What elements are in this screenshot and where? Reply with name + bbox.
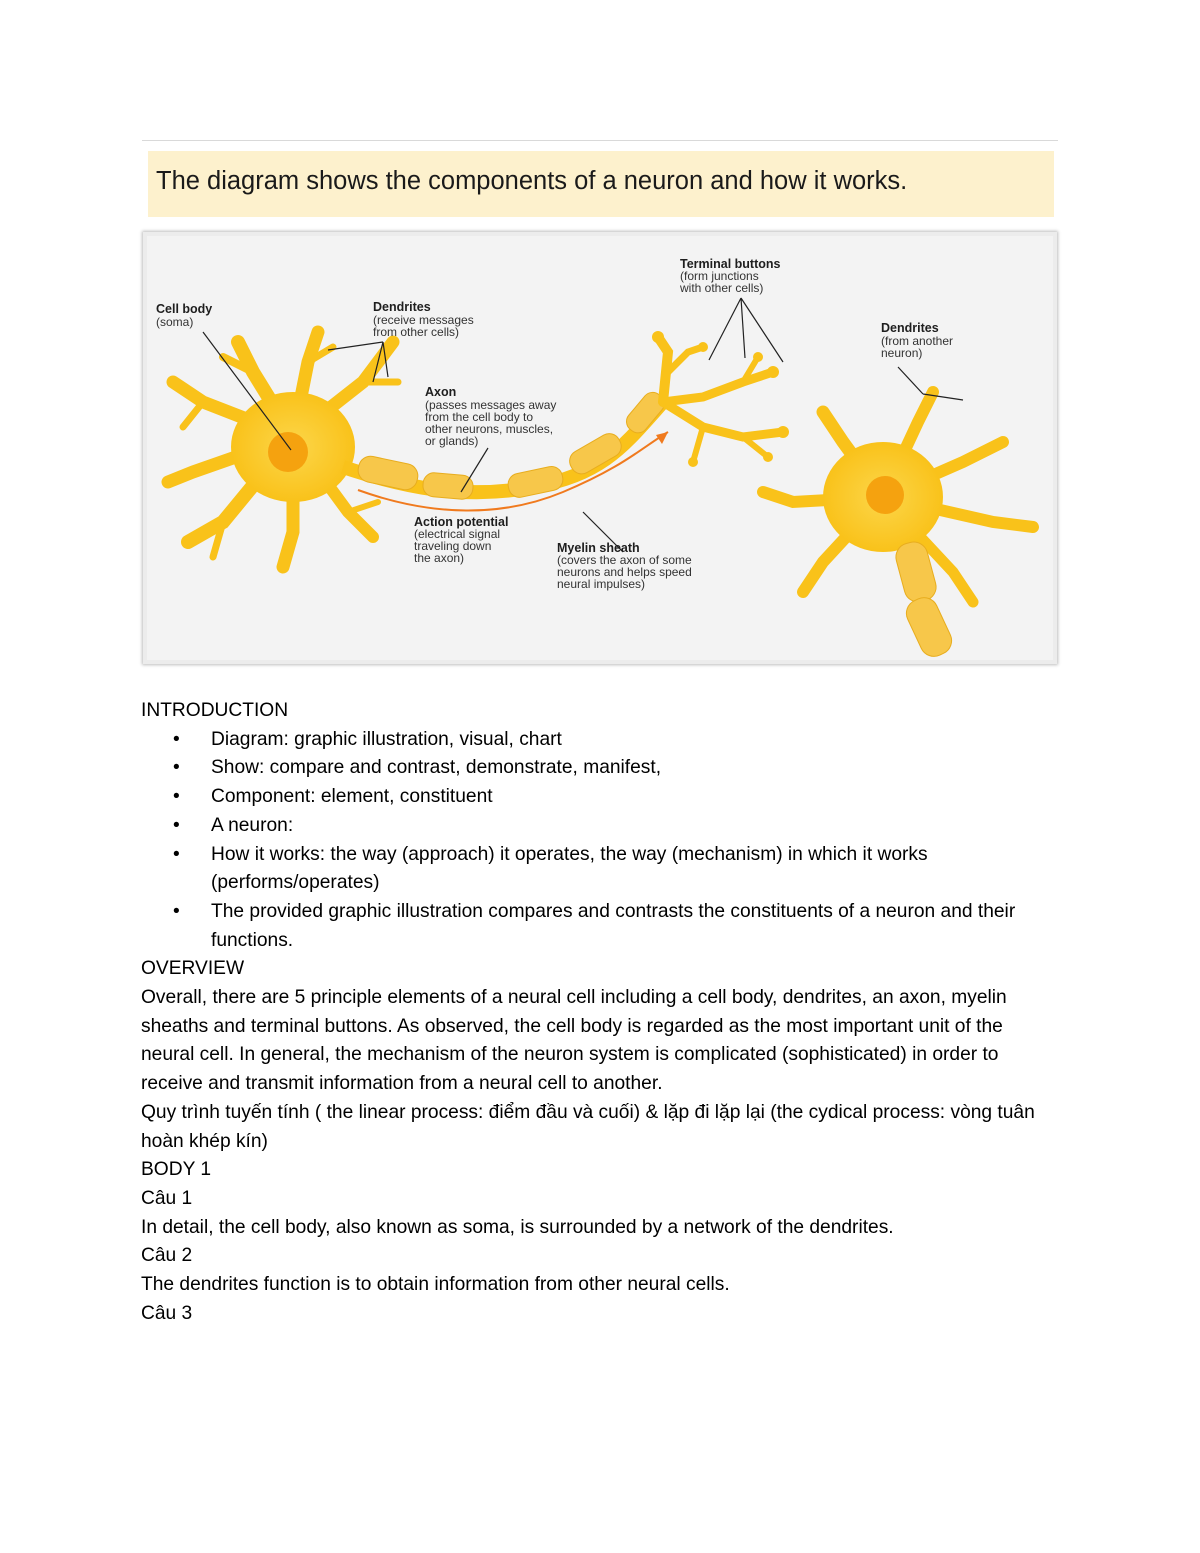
label-cell-body: Cell body <box>156 302 212 316</box>
body1-heading: BODY 1 <box>141 1156 1061 1185</box>
process-note: Quy trình tuyến tính ( the linear proces… <box>141 1099 1061 1156</box>
label-axon: Axon <box>425 385 456 399</box>
list-item: •Show: compare and contrast, demonstrate… <box>141 754 1061 783</box>
label-dendrites-another-sub-2: neuron) <box>881 346 922 360</box>
list-item: •How it works: the way (approach) it ope… <box>141 841 1061 898</box>
bullet-icon: • <box>173 783 180 812</box>
introduction-heading: INTRODUCTION <box>141 697 1061 726</box>
introduction-list: •Diagram: graphic illustration, visual, … <box>141 726 1061 956</box>
label-terminal-sub-2: with other cells) <box>679 281 763 295</box>
left-nucleus <box>268 432 308 472</box>
bullet-icon: • <box>173 754 180 783</box>
list-item: •The provided graphic illustration compa… <box>141 898 1061 955</box>
cau3-label: Câu 3 <box>141 1300 1061 1329</box>
title-banner: The diagram shows the components of a ne… <box>148 151 1054 217</box>
label-axon-sub-4: or glands) <box>425 434 478 448</box>
neuron-diagram: Cell body (soma) Dendrites (receive mess… <box>143 232 1057 664</box>
label-dendrites-another: Dendrites <box>881 321 939 335</box>
right-nucleus <box>866 476 904 514</box>
list-item: •A neuron: <box>141 812 1061 841</box>
label-dendrites-sub-2: from other cells) <box>373 325 459 339</box>
overview-heading: OVERVIEW <box>141 955 1061 984</box>
page-title: The diagram shows the components of a ne… <box>156 167 907 196</box>
cau1-text: In detail, the cell body, also known as … <box>141 1214 1061 1243</box>
overview-paragraph: Overall, there are 5 principle elements … <box>141 984 1061 1099</box>
label-action-sub-3: the axon) <box>414 551 464 565</box>
label-dendrites: Dendrites <box>373 300 431 314</box>
header-rule <box>142 140 1058 141</box>
bullet-icon: • <box>173 812 180 841</box>
label-cell-body-sub: (soma) <box>156 315 193 329</box>
bullet-icon: • <box>173 726 180 755</box>
neuron-illustration: Cell body (soma) Dendrites (receive mess… <box>143 232 1057 664</box>
list-item: •Component: element, constituent <box>141 783 1061 812</box>
label-myelin-sub-3: neural impulses) <box>557 577 645 591</box>
list-item: •Diagram: graphic illustration, visual, … <box>141 726 1061 755</box>
bullet-icon: • <box>173 898 180 927</box>
cau1-label: Câu 1 <box>141 1185 1061 1214</box>
document-body: INTRODUCTION •Diagram: graphic illustrat… <box>141 697 1061 1328</box>
cau2-text: The dendrites function is to obtain info… <box>141 1271 1061 1300</box>
bullet-icon: • <box>173 841 180 870</box>
cau2-label: Câu 2 <box>141 1242 1061 1271</box>
